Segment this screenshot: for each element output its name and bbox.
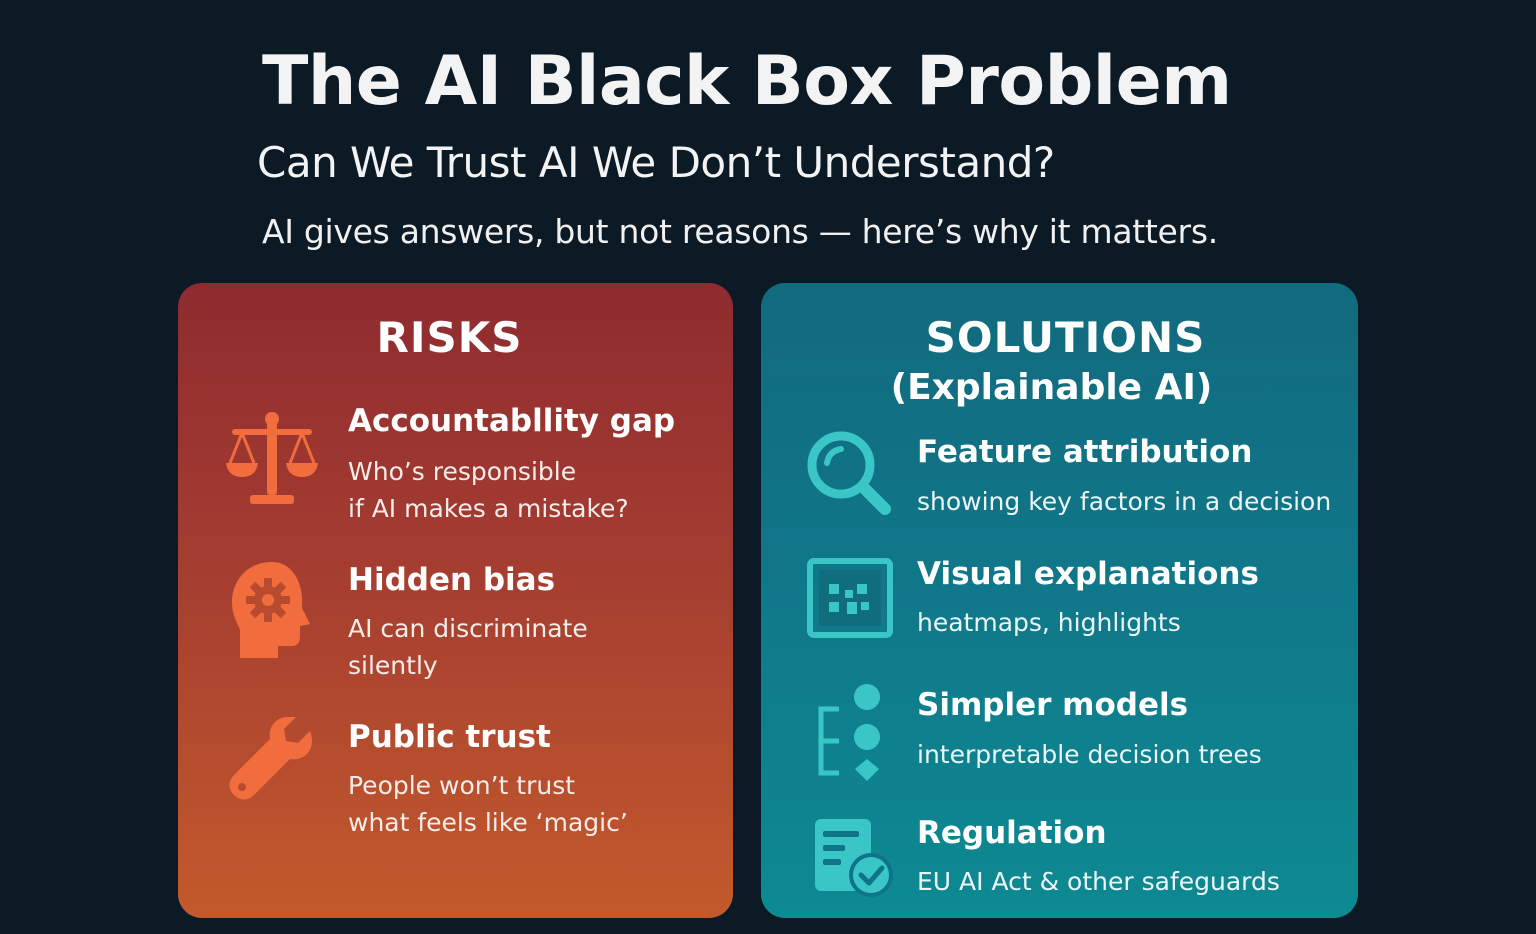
decision-tree-icon bbox=[818, 684, 880, 781]
risk-desc-line: silently bbox=[348, 651, 438, 680]
page-subtitle: Can We Trust AI We Don’t Understand? bbox=[257, 138, 1055, 187]
scales-icon bbox=[226, 412, 318, 504]
risk-title: Accountabllity gap bbox=[348, 403, 676, 439]
magnifier-icon bbox=[807, 431, 891, 515]
document-check-icon bbox=[815, 819, 893, 897]
solution-desc: EU AI Act & other safeguards bbox=[917, 867, 1280, 896]
risks-heading: RISKS bbox=[376, 313, 523, 362]
solution-title: Simpler models bbox=[917, 687, 1189, 723]
solution-title: Regulation bbox=[917, 815, 1107, 851]
heatmap-icon bbox=[807, 558, 893, 638]
risk-desc-line: if AI makes a mistake? bbox=[348, 494, 629, 523]
solution-desc: showing key factors in a decision bbox=[917, 487, 1332, 516]
risk-desc-line: what feels like ‘magic’ bbox=[348, 808, 628, 837]
risk-desc-line: People won’t trust bbox=[348, 771, 576, 800]
solutions-heading: SOLUTIONS bbox=[925, 313, 1206, 362]
risk-desc-line: Who’s responsible bbox=[348, 457, 577, 486]
solutions-subheading: (Explainable AI) bbox=[890, 367, 1213, 408]
solution-desc: heatmaps, highlights bbox=[917, 608, 1181, 637]
page-title: The AI Black Box Problem bbox=[262, 42, 1232, 121]
solutions-panel: SOLUTIONS (Explainable AI) Feature attri… bbox=[761, 283, 1358, 918]
risk-title: Hidden bias bbox=[348, 562, 556, 598]
page-tagline: AI gives answers, but not reasons — here… bbox=[262, 212, 1218, 251]
head-gear-icon bbox=[232, 562, 310, 658]
risk-desc-line: AI can discriminate bbox=[348, 614, 588, 643]
risks-panel: RISKS Accountabllity gap Who’s responsib… bbox=[178, 283, 733, 918]
solution-title: Visual explanations bbox=[917, 556, 1259, 592]
wrench-icon bbox=[229, 717, 312, 800]
solution-desc: interpretable decision trees bbox=[917, 740, 1262, 769]
solution-title: Feature attribution bbox=[917, 434, 1253, 470]
risk-title: Public trust bbox=[348, 719, 551, 755]
